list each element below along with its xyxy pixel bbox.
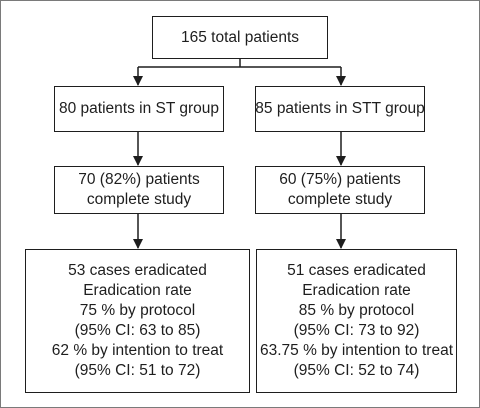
st-results-line-1: 53 cases eradicated (68, 262, 207, 279)
stt-results-line-5: 63.75 % by intention to treat (259, 342, 454, 359)
st-results-line-5: 62 % by intention to treat (51, 342, 224, 359)
total-patients-box: 165 total patients (152, 16, 328, 59)
stt-completion-line-2: complete study (287, 191, 393, 208)
st-results-line-4: (95% CI: 63 to 85) (74, 322, 201, 339)
stt-completion-line-1: 60 (75%) patients (279, 171, 401, 188)
st-completion-line-2: complete study (86, 191, 192, 208)
stt-results-line-3: 85 % by protocol (298, 302, 415, 319)
st-results-box: 53 cases eradicated Eradication rate 75 … (25, 249, 250, 393)
st-results-line-3: 75 % by protocol (79, 302, 196, 319)
stt-results-line-4: (95% CI: 73 to 92) (293, 322, 420, 339)
stt-results-line-2: Eradication rate (302, 282, 411, 299)
st-group-box: 80 patients in ST group (54, 86, 224, 132)
st-group-text: 80 patients in ST group (59, 100, 219, 117)
stt-results-line-1: 51 cases eradicated (287, 262, 426, 279)
st-completion-box: 70 (82%) patients complete study (54, 166, 224, 214)
stt-group-box: 85 patients in STT group (255, 86, 425, 132)
stt-results-box: 51 cases eradicated Eradication rate 85 … (256, 249, 457, 393)
st-completion-line-1: 70 (82%) patients (78, 171, 200, 188)
st-results-line-2: Eradication rate (83, 282, 192, 299)
total-patients-text: 165 total patients (180, 28, 300, 46)
stt-results-line-6: (95% CI: 52 to 74) (293, 362, 420, 379)
st-results-line-6: (95% CI: 51 to 72) (74, 362, 201, 379)
stt-completion-box: 60 (75%) patients complete study (255, 166, 425, 214)
stt-group-text: 85 patients in STT group (255, 100, 425, 117)
